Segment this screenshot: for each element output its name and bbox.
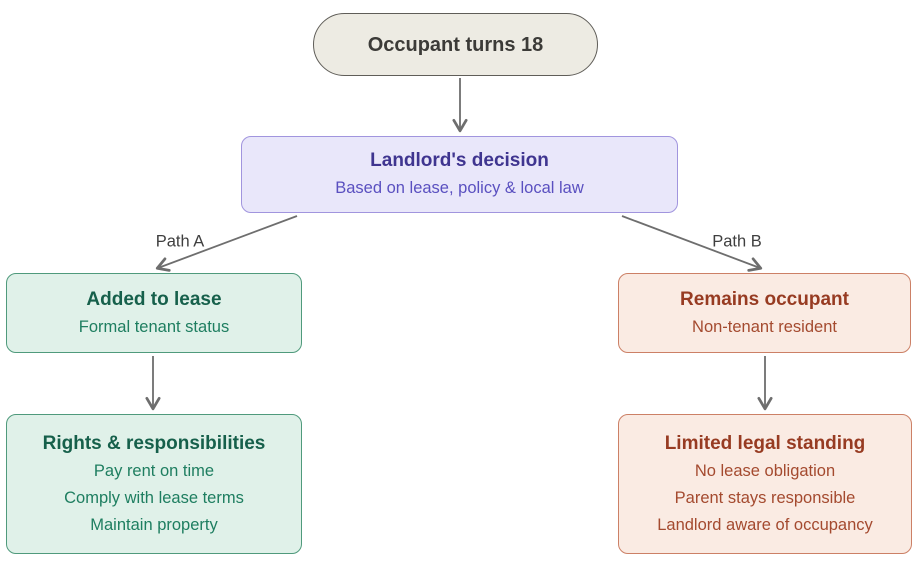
detail-node-rights-responsibilities: Rights & responsibilities Pay rent on ti… — [6, 414, 302, 554]
outcome-node-added-to-lease: Added to lease Formal tenant status — [6, 273, 302, 353]
rights-node-line: Pay rent on time — [93, 461, 215, 480]
edge-label-path-a: Path A — [155, 232, 205, 251]
start-node-occupant-turns-18: Occupant turns 18 — [313, 13, 598, 76]
limited-node-title: Limited legal standing — [664, 432, 866, 454]
limited-node-line: No lease obligation — [694, 461, 836, 480]
remains-node-title: Remains occupant — [680, 288, 849, 310]
decision-node-subtitle: Based on lease, policy & local law — [335, 179, 584, 197]
limited-node-line: Landlord aware of occupancy — [657, 515, 873, 534]
decision-node-title: Landlord's decision — [370, 150, 549, 171]
rights-node-line: Maintain property — [90, 515, 218, 534]
arrow-decision-to-added — [155, 215, 298, 272]
start-node-title: Occupant turns 18 — [367, 33, 544, 56]
detail-node-limited-legal-standing: Limited legal standing No lease obligati… — [618, 414, 912, 554]
rights-node-title: Rights & responsibilities — [42, 432, 266, 454]
added-node-subtitle: Formal tenant status — [78, 317, 230, 336]
outcome-node-remains-occupant: Remains occupant Non-tenant resident — [618, 273, 911, 353]
edge-label-path-b: Path B — [712, 232, 762, 251]
decision-node-landlords-decision: Landlord's decision Based on lease, poli… — [241, 136, 678, 213]
arrow-decision-to-remains — [621, 215, 763, 272]
added-node-title: Added to lease — [86, 288, 222, 310]
rights-node-line: Comply with lease terms — [64, 488, 244, 507]
remains-node-subtitle: Non-tenant resident — [692, 317, 837, 336]
limited-node-line: Parent stays responsible — [674, 488, 856, 507]
